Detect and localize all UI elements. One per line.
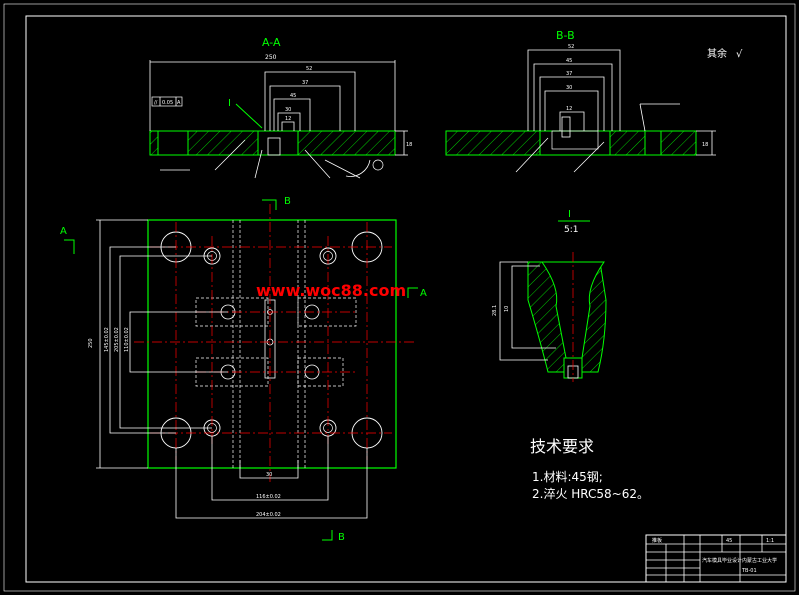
plan-outline [147, 219, 397, 469]
detail-dim-v2: 10 [504, 306, 510, 312]
section-bb-hole [644, 130, 662, 156]
dim-plan-v3: 110±0.02 [124, 327, 130, 352]
dim-bb-height: 18 [702, 142, 708, 148]
dim-plan-v1: 145±0.02 [104, 327, 110, 352]
roughness-symbol: √ [736, 49, 743, 60]
section-aa-slot [257, 130, 299, 156]
tolerance-frame [151, 96, 183, 107]
title-project: 汽车模具毕业设计 [702, 557, 742, 564]
title-drawing-no: TB-01 [741, 568, 757, 574]
dim-bb-3: 37 [566, 71, 572, 77]
tolerance-value: 0.05 [162, 100, 173, 106]
section-aa-label: A-A [262, 36, 281, 49]
dim-bb-4: 30 [566, 85, 572, 91]
title-school: 内蒙古工业大学 [742, 557, 777, 564]
outer-frame [3, 3, 796, 592]
dim-aa-height: 18 [406, 142, 412, 148]
requirements-item-1: 1.材料:45钢; [532, 470, 603, 484]
dim-aa-2: 37 [302, 80, 308, 86]
requirements-title: 技术要求 [530, 437, 594, 456]
dim-bb-1: 52 [568, 44, 574, 50]
detail-dim-v1: 28.1 [492, 305, 498, 316]
tolerance-datum: A [177, 100, 181, 106]
marker-b-top: B [284, 196, 291, 207]
title-material: 45 [726, 538, 732, 544]
marker-a-left: A [60, 226, 67, 237]
requirements-item-2: 2.淬火 HRC58~62。 [532, 486, 649, 501]
technical-requirements: 技术要求 1.材料:45钢; 2.淬火 HRC58~62。 [530, 437, 649, 501]
detail-scale: 5:1 [564, 225, 578, 235]
section-bb-label: B-B [556, 29, 575, 42]
plan-view: 250 145±0.02 205±0.02 110±0.02 30 116±0.… [60, 196, 427, 543]
section-aa-left-hole [157, 130, 189, 156]
datum-a-circle [372, 159, 384, 171]
section-aa: A-A 250 52 37 45 30 12 18 // 0.05 A I [149, 36, 412, 179]
dim-aa-overall: 250 [265, 54, 277, 61]
marker-a-right: A [420, 288, 427, 299]
dim-plan-h1: 30 [266, 472, 272, 478]
roughness-note: 其余 [707, 47, 727, 60]
dim-aa-4: 30 [285, 107, 291, 113]
dim-plan-v2: 205±0.02 [114, 327, 120, 352]
dim-plan-h2: 116±0.02 [256, 494, 281, 500]
dim-aa-3: 45 [290, 93, 296, 99]
dim-bb-5: 12 [566, 106, 572, 112]
title-block: 推板 45 1:1 汽车模具毕业设计 内蒙古工业大学 TB-01 [645, 534, 787, 583]
section-bb-slot [539, 130, 611, 156]
dim-plan-height: 250 [88, 338, 94, 348]
watermark: www.woc88.com [256, 281, 406, 300]
title-part-name: 推板 [652, 537, 662, 544]
inner-frame [25, 15, 787, 583]
svg-text://: // [154, 100, 158, 106]
dim-plan-h3: 204±0.02 [256, 512, 281, 518]
marker-b-bottom: B [338, 532, 345, 543]
detail-view: I 5:1 28.1 10 [492, 209, 607, 382]
detail-callout-label: I [228, 98, 231, 109]
dim-aa-1: 52 [306, 66, 312, 72]
title-scale: 1:1 [766, 538, 774, 544]
dim-bb-2: 45 [566, 58, 572, 64]
dim-aa-5: 12 [285, 116, 291, 122]
detail-label: I [568, 209, 571, 220]
section-bb: B-B 52 45 37 30 12 18 其余 √ [445, 29, 743, 173]
